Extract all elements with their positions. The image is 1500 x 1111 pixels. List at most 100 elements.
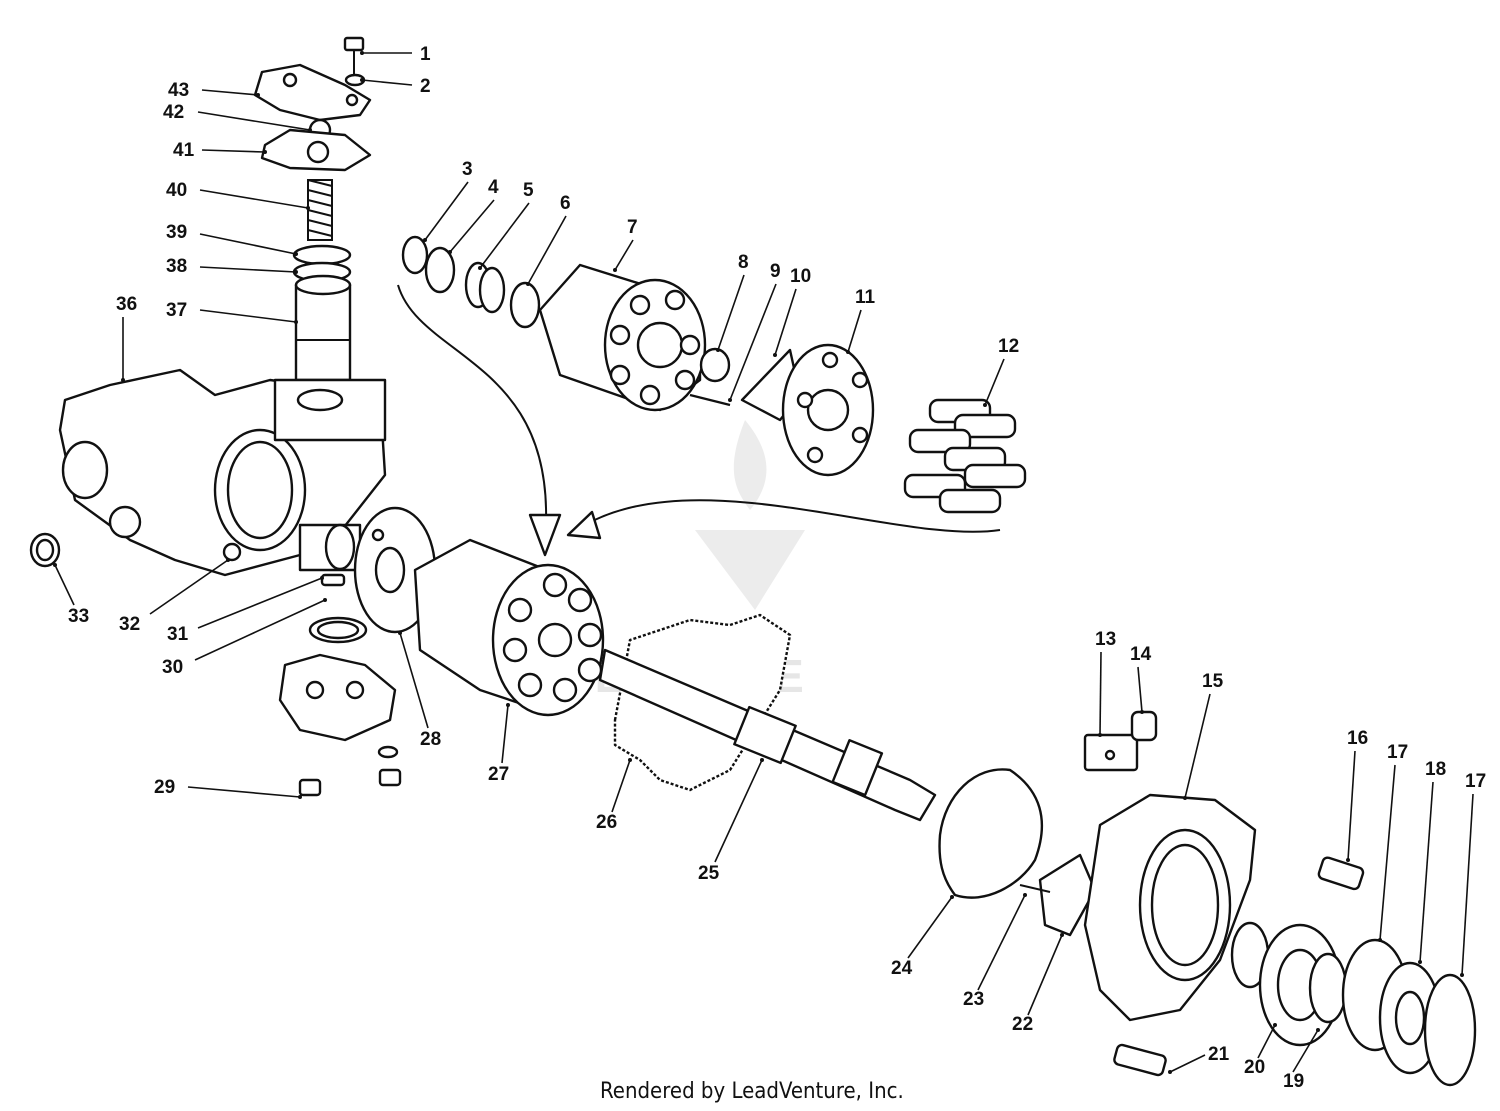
leader-dot-27 (506, 703, 510, 707)
callout-label-24: 24 (891, 958, 913, 979)
leader-line-26 (611, 759, 631, 813)
leader-line-11 (847, 309, 862, 353)
callout-label-13: 13 (1095, 629, 1116, 650)
callout-label-3: 3 (462, 159, 473, 180)
callout-label-25: 25 (698, 863, 720, 884)
leader-line-28 (399, 632, 429, 729)
leader-dot-12 (983, 403, 987, 407)
callout-label-17a: 17 (1387, 742, 1408, 763)
plug (29, 532, 61, 568)
callout-label-36: 36 (116, 294, 137, 315)
leader-line-31 (197, 577, 323, 629)
pistons (903, 398, 1027, 514)
callout-label-32: 32 (119, 614, 140, 635)
assembly-arrows (397, 284, 1001, 557)
callout-label-17b: 17 (1465, 771, 1486, 792)
callout-label-2: 2 (420, 76, 431, 97)
callout-label-7: 7 (627, 217, 638, 238)
callout-label-1: 1 (420, 44, 431, 65)
callout-label-39: 39 (166, 222, 187, 243)
end-housing (1083, 793, 1257, 1022)
leader-line-15 (1184, 693, 1211, 799)
callout-label-33: 33 (68, 606, 89, 627)
leader-dot-40 (306, 206, 310, 210)
callout-label-30: 30 (162, 657, 183, 678)
leader-dot-21 (1168, 1070, 1172, 1074)
callout-label-38: 38 (166, 256, 187, 277)
leader-dot-30 (323, 598, 327, 602)
leader-line-3 (424, 181, 469, 241)
leader-dot-3 (423, 238, 427, 242)
swashplate (938, 768, 1043, 899)
retainer-plate (781, 343, 875, 477)
callout-label-29: 29 (154, 777, 175, 798)
leader-dot-24 (950, 895, 954, 899)
leader-line-13 (1099, 651, 1102, 736)
leader-dot-2 (360, 78, 364, 82)
drive-shaft (598, 648, 937, 822)
leader-dot-14 (1140, 710, 1144, 714)
callout-label-42: 42 (163, 102, 184, 123)
leader-dot-20 (1273, 1023, 1277, 1027)
leader-dot-8 (716, 348, 720, 352)
leader-line-38 (199, 266, 297, 273)
leader-dot-6 (526, 282, 530, 286)
leader-dot-43 (256, 93, 260, 97)
leader-line-19 (1292, 1029, 1319, 1073)
callout-label-21: 21 (1208, 1044, 1230, 1065)
retaining-rings (401, 235, 541, 329)
end-hardware (1113, 856, 1477, 1087)
leader-line-17b (1461, 793, 1474, 976)
leader-dot-25 (760, 758, 764, 762)
leader-line-39 (199, 233, 297, 255)
callout-label-31: 31 (167, 624, 189, 645)
leader-dot-37 (294, 320, 298, 324)
leader-dot-10 (773, 353, 777, 357)
leader-line-40 (199, 189, 309, 209)
callout-label-10: 10 (790, 266, 811, 287)
leader-line-18 (1419, 781, 1434, 963)
cylinder-block-upper (538, 263, 707, 412)
leader-line-29 (187, 786, 301, 798)
callout-label-28: 28 (420, 729, 441, 750)
leader-line-5 (479, 202, 530, 269)
leader-line-6 (527, 215, 567, 285)
callout-label-9: 9 (770, 261, 781, 282)
leader-dot-16 (1346, 858, 1350, 862)
callout-label-6: 6 (560, 193, 571, 214)
leader-dot-7 (613, 268, 617, 272)
lower-cover-assembly (278, 653, 402, 797)
callout-label-43: 43 (168, 80, 189, 101)
leader-dot-17b (1460, 973, 1464, 977)
gasket-top (260, 118, 372, 172)
callout-label-16: 16 (1347, 728, 1368, 749)
leader-dot-42 (308, 128, 312, 132)
leader-line-16 (1347, 750, 1356, 861)
leader-line-37 (199, 309, 297, 323)
leader-line-12 (984, 358, 1005, 406)
leader-dot-38 (294, 270, 298, 274)
callout-label-41: 41 (173, 140, 195, 161)
leader-line-22 (1027, 934, 1063, 1016)
leader-line-33 (54, 564, 75, 606)
main-housing (58, 368, 387, 577)
leader-line-30 (194, 599, 326, 661)
top-cover-assembly (253, 36, 372, 122)
callout-label-22: 22 (1012, 1014, 1033, 1035)
callout-label-11: 11 (855, 287, 876, 308)
leader-dot-31 (320, 576, 324, 580)
leader-line-41 (201, 149, 266, 153)
leader-line-9 (729, 283, 777, 401)
leader-dot-9 (728, 398, 732, 402)
leader-line-10 (774, 288, 797, 356)
callout-label-27: 27 (488, 764, 509, 785)
leader-dot-11 (846, 350, 850, 354)
leader-line-43 (201, 89, 259, 96)
leader-line-32 (149, 559, 229, 615)
credit-text: Rendered by LeadVenture, Inc. (600, 1079, 904, 1104)
leader-line-4 (449, 199, 495, 253)
leader-line-27 (501, 704, 509, 764)
leader-line-24 (907, 896, 953, 959)
